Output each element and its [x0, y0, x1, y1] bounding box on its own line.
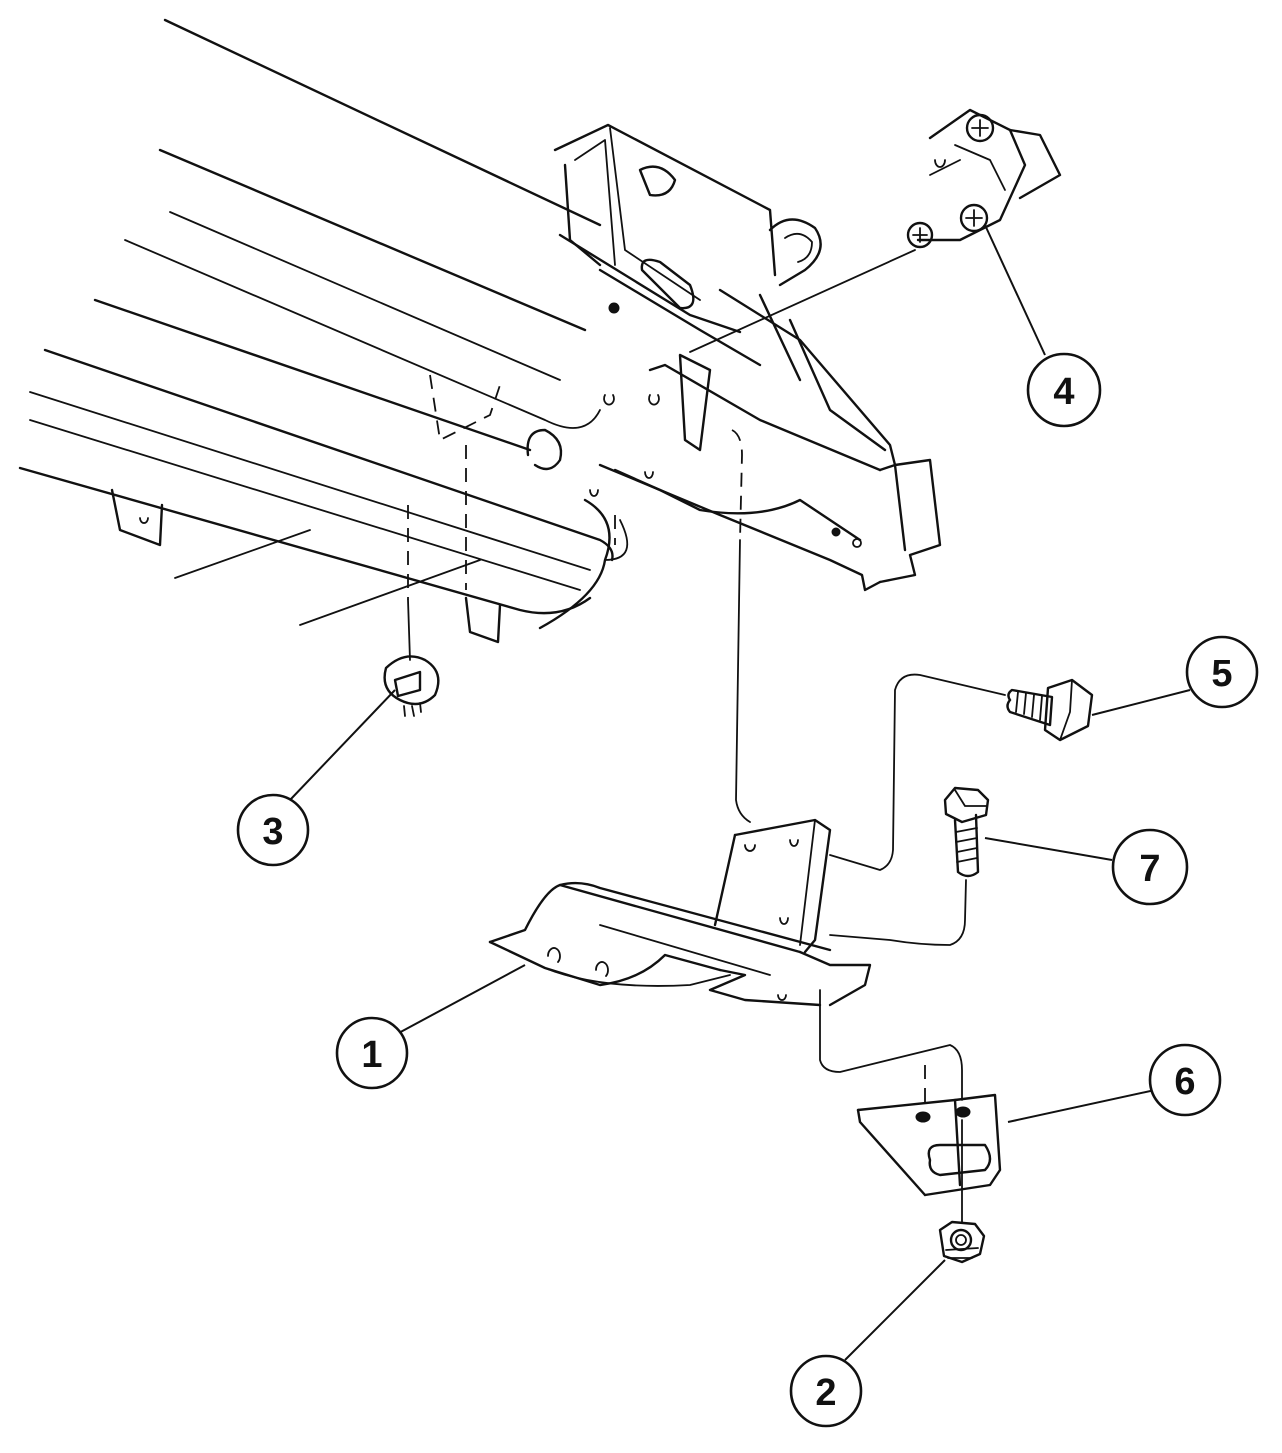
callout-1-label: 1: [361, 1034, 382, 1076]
callout-2-label: 2: [815, 1372, 836, 1414]
callout-7: 7: [1111, 828, 1189, 906]
assembly-lines: [407, 249, 1006, 1223]
crossmember-bracket: [429, 123, 942, 592]
upper-mount-bracket: [906, 108, 1062, 249]
callout-1: 1: [335, 1016, 409, 1090]
callout-7-label: 7: [1139, 848, 1160, 890]
nut-part-3: [383, 655, 440, 717]
callout-5: 5: [1185, 635, 1259, 709]
small-bracket: [856, 1093, 1002, 1197]
callout-6: 6: [1148, 1043, 1222, 1117]
bolt-part-7: [943, 786, 990, 878]
callout-4-label: 4: [1053, 371, 1074, 413]
callout-3: 3: [236, 793, 310, 867]
frame-rail-assembly: [18, 18, 629, 644]
lower-mount-bracket: [488, 818, 872, 1007]
callout-3-label: 3: [262, 811, 283, 853]
callout-6-label: 6: [1174, 1061, 1195, 1103]
bolt-part-5: [1006, 678, 1094, 742]
leader-lines: [289, 224, 1191, 1361]
callout-4: 4: [1026, 352, 1102, 428]
flange-nut-part-2: [938, 1220, 986, 1264]
callout-5-label: 5: [1211, 653, 1232, 695]
callout-2: 2: [789, 1354, 863, 1428]
